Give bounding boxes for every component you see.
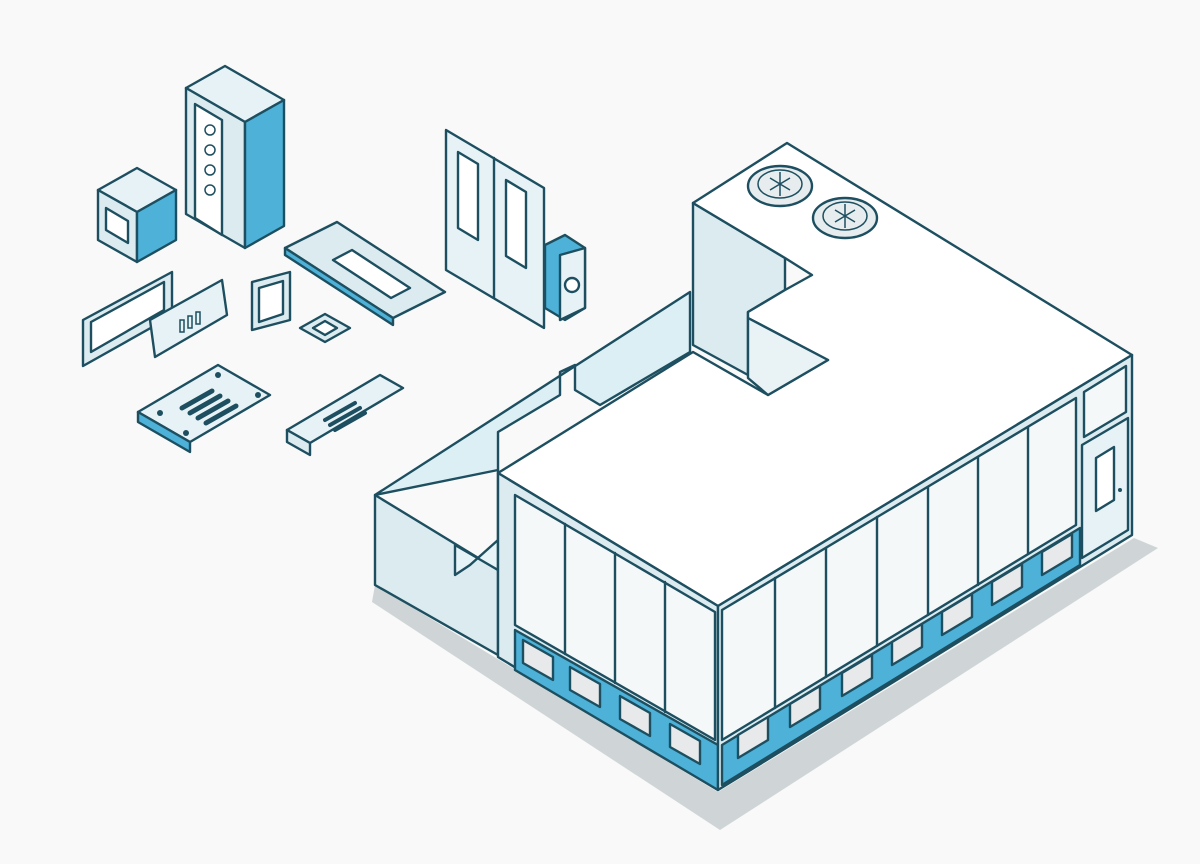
building-shadow	[372, 538, 1158, 830]
front-left-mullions	[563, 522, 667, 714]
grille-panel-1	[136, 363, 272, 454]
window-counter-panel	[283, 220, 447, 327]
roof-fan-2	[811, 196, 879, 240]
front-left-vents	[521, 638, 702, 766]
pass-through-box	[96, 166, 178, 264]
storage-cabinet	[184, 64, 286, 250]
side-window	[1082, 364, 1128, 439]
front-right-vents	[736, 532, 1074, 760]
double-door-panel	[444, 128, 546, 330]
window-frame-square	[250, 270, 292, 332]
roof-fan-1	[746, 164, 814, 208]
low-enclosure-back-wall	[373, 290, 692, 497]
entry-door	[1080, 416, 1130, 560]
front-right-mullions	[773, 425, 1030, 710]
roof-notch-shadow	[746, 316, 830, 397]
vent-panel-small	[148, 278, 229, 359]
grille-panel-2	[285, 373, 405, 457]
low-enclosure-inner-wall	[453, 468, 500, 577]
small-hatch	[298, 312, 352, 344]
fan-filter-unit	[543, 233, 587, 322]
front-right-glazing	[720, 396, 1078, 742]
